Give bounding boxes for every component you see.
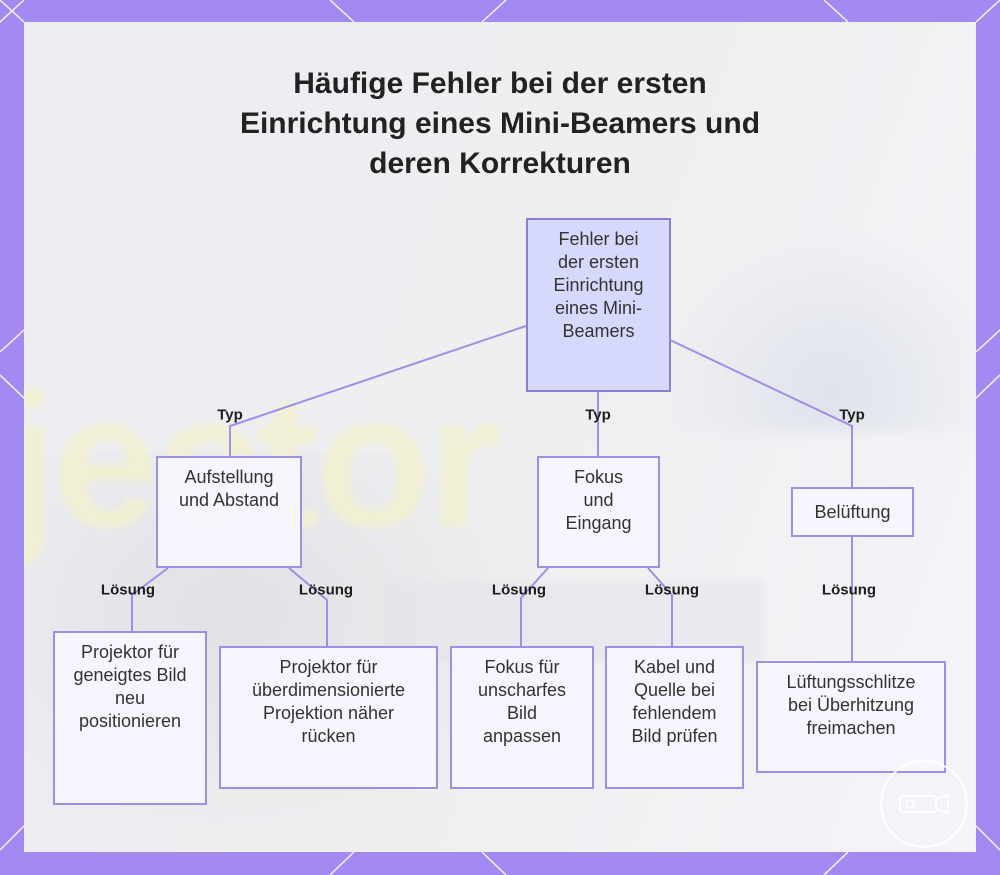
solution-node-lueftung-freimachen: Lüftungsschlitze bei Überhitzung freimac… [756,661,946,773]
type-node-text: Belüftung [814,501,891,522]
title-line-1: Häufige Fehler bei der ersten [293,67,707,100]
solution-node-fokus-anpassen: Fokus für unscharfes Bild anpassen [450,646,594,789]
edge-type2-sol1 [520,567,549,646]
title-line-2: Einrichtung eines Mini-Beamers und [239,107,761,140]
solution-node-text: Projektor für überdimensionierte Projekt… [251,657,406,746]
edge-label-loesung: Lösung [100,581,156,599]
edge-label-loesung: Lösung [298,581,354,599]
solution-node-text: Lüftungsschlitze bei Überhitzung freimac… [786,672,916,738]
type-node-text: Fokus und Eingang [565,467,632,533]
type-node-belueftung: Belüftung [791,487,914,537]
diagram-title: Häufige Fehler bei der ersten Einrichtun… [180,64,820,184]
type-node-text: Aufstellung und Abstand [178,467,280,510]
edge-label-typ: Typ [839,406,865,424]
edge-label-typ: Typ [217,406,243,424]
edge-root-type-1 [229,325,527,456]
projector-logo-icon [880,760,968,848]
solution-node-text: Projektor für geneigtes Bild neu positio… [73,642,187,731]
edge-type1-sol1 [131,567,169,631]
type-node-fokus: Fokus und Eingang [537,456,660,568]
solution-node-neu-positionieren: Projektor für geneigtes Bild neu positio… [53,631,207,805]
edge-type1-sol2 [288,567,328,646]
solution-node-naeher-ruecken: Projektor für überdimensionierte Projekt… [219,646,438,789]
root-node-text: Fehler bei der ersten Einrichtung eines … [553,229,644,341]
solution-node-text: Kabel und Quelle bei fehlendem Bild prüf… [631,657,718,746]
edge-type2-sol2 [647,567,673,646]
edge-label-loesung: Lösung [821,581,877,599]
root-node: Fehler bei der ersten Einrichtung eines … [526,218,671,392]
solution-node-kabel-pruefen: Kabel und Quelle bei fehlendem Bild prüf… [605,646,744,789]
background-mountain-blur [664,232,976,432]
edge-label-loesung: Lösung [491,581,547,599]
edge-label-typ: Typ [585,406,611,424]
type-node-aufstellung: Aufstellung und Abstand [156,456,302,568]
edge-root-type-3 [669,339,853,487]
edge-label-loesung: Lösung [644,581,700,599]
solution-node-text: Fokus für unscharfes Bild anpassen [477,657,567,746]
title-line-3: deren Korrekturen [369,147,631,180]
